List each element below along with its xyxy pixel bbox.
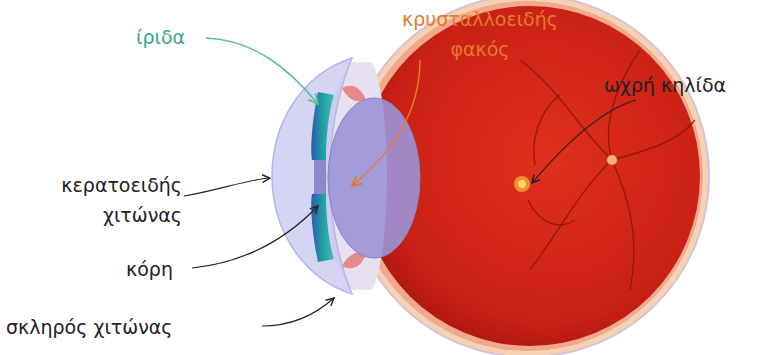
part-label: ίριδα bbox=[136, 22, 206, 52]
leader-line bbox=[352, 60, 420, 186]
part-label: κόρη bbox=[126, 254, 190, 284]
leader-line bbox=[192, 206, 318, 268]
leader-line bbox=[184, 178, 270, 196]
part-label: κερατοειδής χιτώνας bbox=[6, 170, 182, 230]
pupil bbox=[314, 160, 326, 194]
part-label: ωχρή κηλίδα bbox=[604, 70, 764, 100]
macula bbox=[514, 176, 530, 192]
macula bbox=[518, 180, 526, 188]
optic-disc bbox=[607, 155, 617, 165]
leader-line bbox=[206, 38, 318, 104]
ciliary-body bbox=[342, 86, 366, 102]
part-label: σκληρός χιτώνας bbox=[6, 312, 260, 342]
part-label: κρυσταλλοειδής φακός bbox=[392, 4, 568, 64]
leader-line bbox=[532, 100, 636, 183]
leader-line bbox=[262, 298, 334, 326]
